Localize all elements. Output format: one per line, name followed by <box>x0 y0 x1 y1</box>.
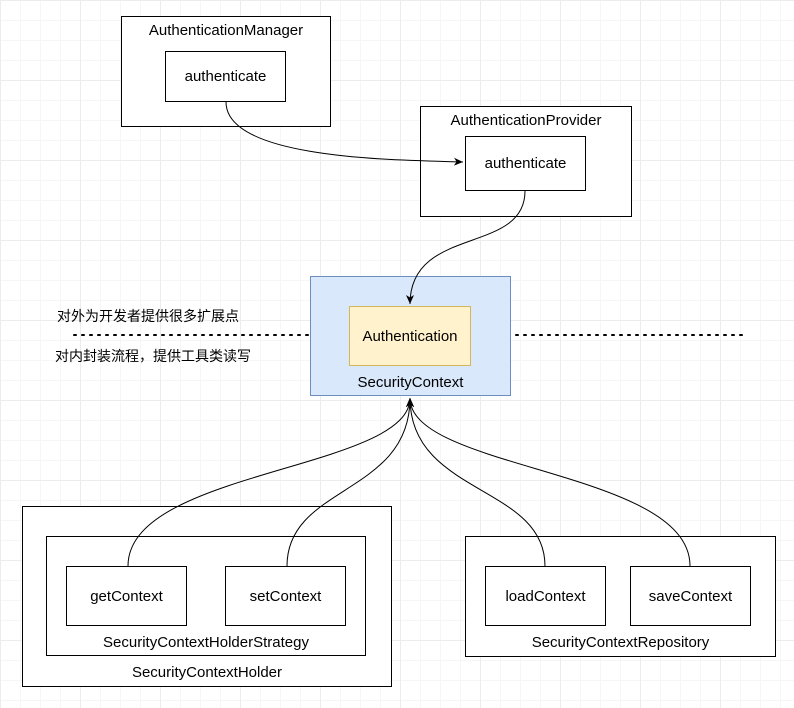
security-context-repository-title: SecurityContextRepository <box>531 634 710 651</box>
get-context-method: getContext <box>66 566 187 626</box>
authentication-manager-authenticate: authenticate <box>165 51 286 102</box>
save-context-method: saveContext <box>630 566 751 626</box>
authentication-provider-authenticate: authenticate <box>465 136 586 191</box>
authentication-object: Authentication <box>349 306 471 366</box>
security-context-holder-strategy-title: SecurityContextHolderStrategy <box>103 634 309 651</box>
security-context-title: SecurityContext <box>357 374 464 391</box>
authentication-provider-title: AuthenticationProvider <box>450 112 602 129</box>
security-context-holder-title: SecurityContextHolder <box>131 664 283 681</box>
load-context-method: loadContext <box>485 566 606 626</box>
authentication-manager-title: AuthenticationManager <box>148 22 304 39</box>
set-context-method: setContext <box>225 566 346 626</box>
encapsulation-note: 对内封装流程，提供工具类读写 <box>55 348 251 364</box>
extension-points-note: 对外为开发者提供很多扩展点 <box>57 308 239 324</box>
